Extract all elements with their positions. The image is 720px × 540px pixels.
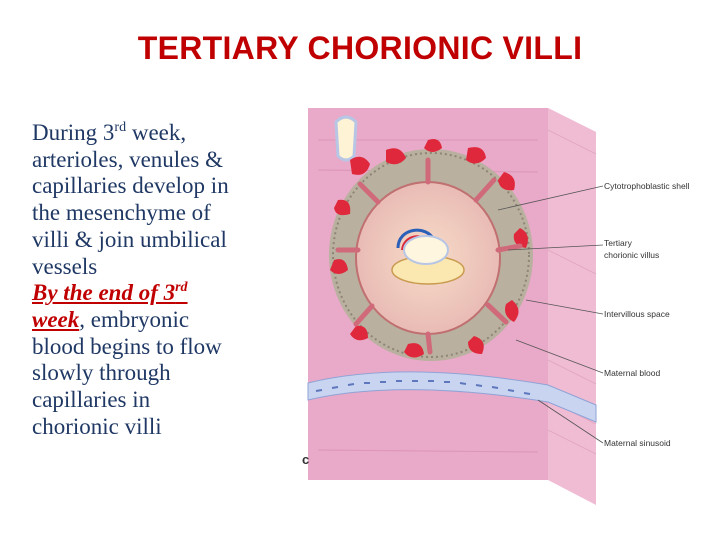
blood-lacuna	[386, 148, 406, 165]
label-maternal-blood: Maternal blood	[604, 368, 661, 378]
label-tertiary: Tertiary	[604, 238, 633, 248]
leader-line	[497, 185, 604, 211]
label-maternal-sinusoid: Maternal sinusoid	[604, 438, 671, 448]
paragraph-blood-flow: By the end of 3rd week, embryonic blood b…	[32, 280, 294, 440]
label-intervillous-space: Intervillous space	[604, 309, 670, 319]
text-line: week,	[131, 120, 187, 145]
blood-lacuna	[350, 156, 370, 175]
amniotic-cavity	[403, 235, 449, 265]
leader-line	[537, 399, 604, 444]
text-line: slowly through	[32, 360, 171, 386]
blood-lacuna	[334, 199, 351, 216]
text-line: capillaries develop in	[32, 173, 229, 199]
villi-diagram-svg: Cytotrophoblastic shell Tertiary chorion…	[302, 108, 690, 505]
text-line: villi & join umbilical	[32, 226, 227, 252]
panel-letter: c	[302, 452, 309, 467]
blood-lacuna	[404, 343, 424, 358]
paragraph-villi-vessels: During 3rd week, arterioles, venules & c…	[32, 120, 294, 280]
text-line: vessels	[32, 253, 98, 279]
text-line: blood begins to flow	[32, 333, 222, 359]
blood-lacuna	[424, 139, 442, 152]
emph-text: By the end of 3	[32, 280, 176, 306]
leader-line	[525, 299, 604, 315]
villi-illustration: Cytotrophoblastic shell Tertiary chorion…	[298, 100, 708, 512]
blood-lacuna	[498, 172, 515, 191]
text-during: During 3	[32, 120, 115, 145]
blood-lacuna	[513, 228, 528, 248]
blood-lacuna	[350, 325, 368, 341]
endometrial-gland	[334, 115, 358, 162]
superscript-rd: rd	[175, 280, 188, 296]
text-line: embryonic	[90, 306, 190, 332]
maternal-blood-lacunae	[330, 139, 528, 358]
text-line: arterioles, venules &	[32, 146, 223, 172]
leader-line	[515, 339, 604, 374]
emphasis-end-of-week: By the end of 3rd week	[32, 280, 188, 332]
label-chorionic-villus: chorionic villus	[604, 250, 659, 260]
blood-lacuna	[468, 336, 484, 354]
emph-text-week: week	[32, 306, 80, 332]
villi-stems	[335, 157, 523, 355]
maternal-sinusoid-vessel	[307, 371, 597, 423]
text-line: capillaries in	[32, 387, 151, 413]
blood-lacuna	[505, 300, 519, 322]
shell-texture	[332, 152, 530, 358]
text-comma: ,	[79, 306, 86, 332]
superscript-rd: rd	[114, 120, 127, 135]
blood-lacuna	[466, 147, 486, 164]
maternal-sinusoid-dots	[315, 380, 531, 395]
blood-lacuna	[330, 259, 348, 274]
slide-title: TERTIARY CHORIONIC VILLI	[137, 30, 583, 66]
label-leader-lines	[497, 185, 604, 444]
tissue-block-side	[548, 108, 596, 505]
text-line: the mesenchyme of	[32, 200, 211, 226]
slide-body-text: During 3rd week, arterioles, venules & c…	[32, 120, 294, 440]
text-line: chorionic villi	[32, 413, 162, 439]
leader-line	[507, 244, 604, 251]
label-cytotrophoblastic-shell: Cytotrophoblastic shell	[604, 181, 690, 191]
side-stripes	[547, 129, 597, 455]
